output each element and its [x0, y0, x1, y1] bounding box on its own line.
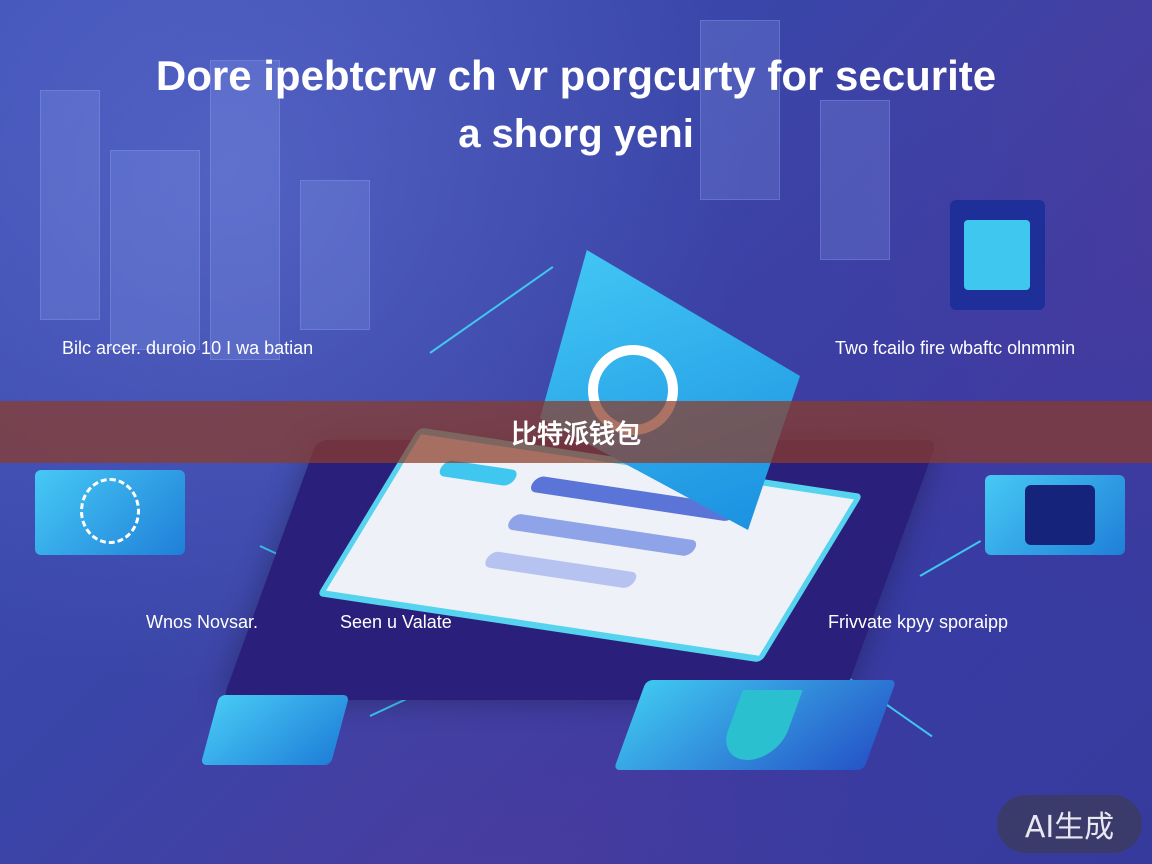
- headline-line-1: Dore ipebtcrw ch vr porgcurty for securi…: [155, 52, 997, 99]
- building-decoration: [40, 90, 100, 320]
- banner-text: 比特派钱包: [510, 419, 641, 450]
- fingerprint-icon: [35, 470, 185, 555]
- title-banner: 比特派钱包: [0, 401, 1152, 463]
- shield-pad-icon: [613, 680, 897, 770]
- ai-generated-badge: AI生成: [997, 795, 1142, 853]
- building-decoration: [700, 20, 780, 200]
- card-bar: [481, 550, 640, 589]
- building-decoration: [820, 100, 890, 260]
- headline-line-2: a shorg yeni: [458, 112, 694, 156]
- callout-bottom-left: Wnos Novsar.: [146, 612, 259, 632]
- card-bar: [436, 459, 520, 487]
- user-profile-icon: [985, 475, 1125, 555]
- callout-top-left: Bilc arcer. duroio 10 I wa batian: [62, 338, 314, 358]
- key-device-icon: [200, 695, 350, 765]
- card-bar: [504, 513, 700, 557]
- building-decoration: [300, 180, 370, 330]
- phone-lock-icon: [950, 200, 1045, 310]
- building-decoration: [210, 60, 280, 360]
- building-decoration: [110, 150, 200, 350]
- callout-top-right: Two fcailo fire wbaftc olnmmin: [835, 338, 1076, 358]
- callout-bottom-center: Seen u Valate: [340, 612, 452, 632]
- callout-bottom-right: Frivvate kpyy sporaipp: [828, 612, 1009, 632]
